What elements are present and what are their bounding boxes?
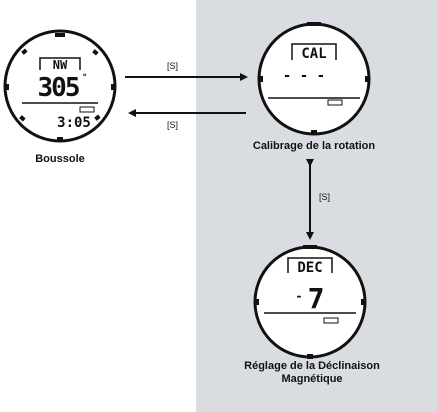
compass-watch[interactable]: NW 305 ° 3:05 xyxy=(3,29,117,143)
bezel-tick-top xyxy=(307,22,321,26)
bezel-tick-top xyxy=(303,245,317,249)
declination-caption-line1: Réglage de la Déclinaison xyxy=(244,360,380,372)
battery-icon xyxy=(79,106,95,113)
arrow-label-to-compass: [S] xyxy=(167,120,178,130)
declination-value: 7 xyxy=(308,282,325,315)
bezel-tick-right xyxy=(111,84,115,90)
bezel-tick-left xyxy=(5,84,9,90)
bezel-tick-right xyxy=(361,299,365,305)
declination-watch[interactable]: DEC - 7 xyxy=(253,245,367,359)
heading-readout: 305 xyxy=(38,73,79,103)
declination-sign: - xyxy=(295,289,302,303)
battery-icon xyxy=(327,99,343,106)
bezel-tick-bottom xyxy=(57,137,63,141)
bezel-tick-upper-left xyxy=(21,48,28,55)
calibration-watch[interactable]: CAL - - - xyxy=(257,22,371,136)
mode-bracket xyxy=(291,43,337,60)
arrow-label-vertical: [S] xyxy=(319,192,330,202)
mode-readout: CAL xyxy=(301,46,326,62)
bezel-tick-left xyxy=(259,76,263,82)
arrow-label-to-calibration: [S] xyxy=(167,61,178,71)
bezel-tick-bottom xyxy=(307,354,313,359)
bezel-tick-left xyxy=(255,299,259,305)
calibration-caption: Calibrage de la rotation xyxy=(253,140,376,152)
compass-caption: Boussole xyxy=(35,153,85,165)
degree-symbol: ° xyxy=(82,73,87,83)
bezel-tick-upper-right xyxy=(92,49,99,56)
bezel-tick-lower-left xyxy=(19,115,26,122)
bezel-tick-bottom xyxy=(311,130,317,135)
calibration-dashes: - - - xyxy=(283,68,325,84)
time-readout: 3:05 xyxy=(57,115,91,131)
mode-readout: DEC xyxy=(297,260,322,276)
bezel-tick-top xyxy=(55,33,65,37)
bezel-tick-lower-right xyxy=(94,114,101,121)
direction-bracket xyxy=(39,57,81,70)
declination-caption-line2: Magnétique xyxy=(281,373,342,385)
mode-bracket xyxy=(287,257,333,273)
direction-readout: NW xyxy=(53,58,68,72)
bezel-tick-right xyxy=(365,76,369,82)
battery-icon xyxy=(323,317,339,324)
